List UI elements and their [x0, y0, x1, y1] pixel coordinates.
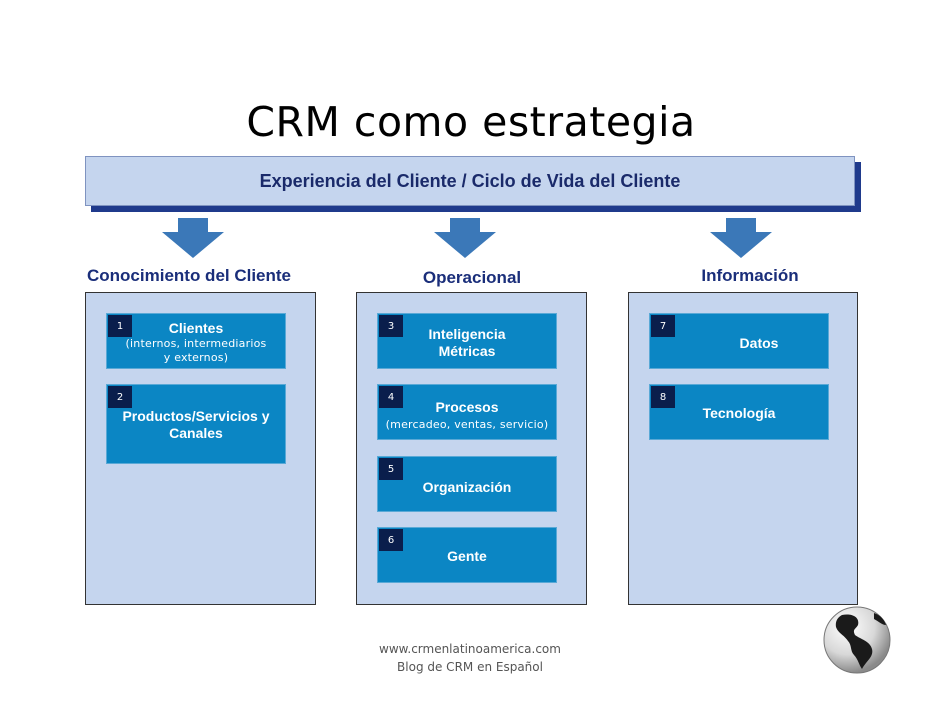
card-title: Organización — [422, 479, 512, 495]
footer: www.crmenlatinoamerica.com Blog de CRM e… — [340, 640, 600, 676]
card-title: Inteligencia Métricas — [428, 326, 506, 359]
card-number: 2 — [108, 386, 132, 408]
footer-blog: Blog de CRM en Español — [397, 660, 543, 674]
down-arrow-icon — [162, 218, 224, 258]
column-heading-informacion: Información — [701, 266, 799, 285]
banner-text: Experiencia del Cliente / Ciclo de Vida … — [259, 170, 681, 191]
card-number: 1 — [108, 315, 132, 337]
card-number: 4 — [379, 386, 403, 408]
card-procesos: 4 Procesos (mercadeo, ventas, servicio) — [377, 384, 557, 440]
card-datos: 7 Datos — [649, 313, 829, 369]
card-title: Datos — [739, 335, 779, 351]
card-inteligencia: 3 Inteligencia Métricas — [377, 313, 557, 369]
column-heading-conocimiento: Conocimiento del Cliente — [87, 266, 292, 285]
card-tecnologia: 8 Tecnología — [649, 384, 829, 440]
card-title: Gente — [447, 548, 487, 564]
card-organizacion: 5 Organización — [377, 456, 557, 512]
card-number: 7 — [651, 315, 675, 337]
card-title: Tecnología — [702, 405, 776, 421]
card-title: Procesos — [435, 399, 499, 415]
card-number: 8 — [651, 386, 675, 408]
card-title: Clientes — [168, 320, 224, 336]
card-subtitle: (mercadeo, ventas, servicio) — [385, 418, 549, 431]
card-productos: 2 Productos/Servicios y Canales — [106, 384, 286, 464]
globe-icon — [822, 605, 892, 675]
column-heading-operacional: Operacional — [422, 268, 522, 287]
card-clientes: 1 Clientes (internos, intermediarios y e… — [106, 313, 286, 369]
card-number: 3 — [379, 315, 403, 337]
card-gente: 6 Gente — [377, 527, 557, 583]
slide-title: CRM como estrategia — [246, 98, 696, 146]
card-title: Productos/Servicios y Canales — [122, 408, 270, 441]
card-number: 5 — [379, 458, 403, 480]
card-number: 6 — [379, 529, 403, 551]
down-arrow-icon — [710, 218, 772, 258]
card-subtitle: (internos, intermediarios y externos) — [125, 337, 267, 364]
footer-url: www.crmenlatinoamerica.com — [379, 642, 561, 656]
down-arrow-icon — [434, 218, 496, 258]
banner: Experiencia del Cliente / Ciclo de Vida … — [85, 156, 855, 206]
